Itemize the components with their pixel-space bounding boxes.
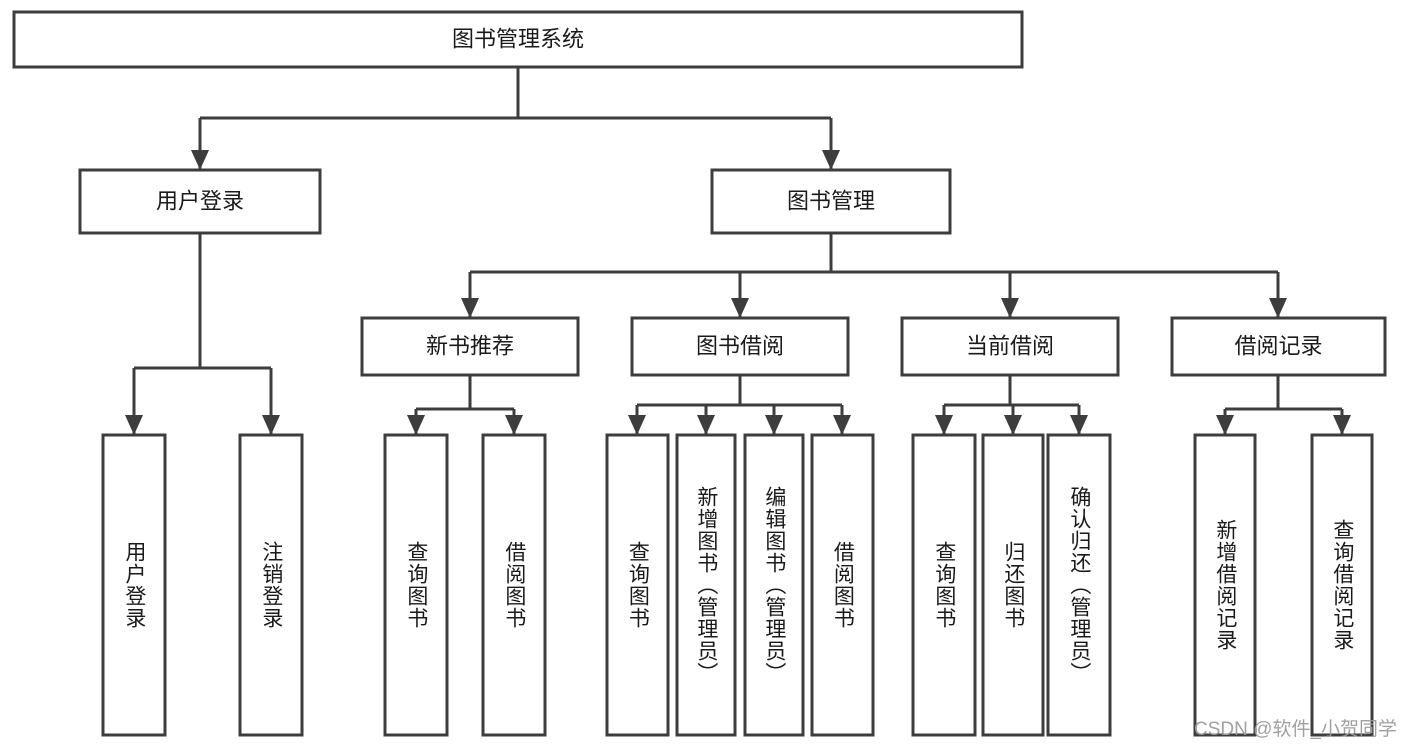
- node-box-leaf-logout[interactable]: [238, 433, 304, 737]
- node-box-leaf-return-book[interactable]: [981, 433, 1045, 737]
- node-box-leaf-borrow-book-1[interactable]: [481, 433, 547, 737]
- node-box-layer: [12, 10, 1387, 737]
- node-user-login[interactable]: [78, 168, 322, 235]
- node-leaf-add-book[interactable]: [675, 433, 737, 737]
- node-box-user-login[interactable]: [78, 168, 322, 235]
- node-label-root: 图书管理系统: [452, 26, 584, 51]
- arrow-head-icon: [765, 415, 783, 435]
- node-box-leaf-query-record[interactable]: [1310, 433, 1374, 737]
- arrow-head-icon: [822, 150, 840, 170]
- arrow-head-icon: [1070, 415, 1088, 435]
- node-box-leaf-add-record[interactable]: [1193, 433, 1257, 737]
- arrow-head-icon: [935, 415, 953, 435]
- node-label-book-manage: 图书管理: [787, 188, 875, 213]
- node-box-root[interactable]: [12, 10, 1024, 69]
- node-label-new-book-recommend: 新书推荐: [426, 333, 514, 358]
- watermark-text: CSDN @软件_小贺同学: [1194, 719, 1397, 740]
- node-label-book-borrow: 图书借阅: [696, 333, 784, 358]
- node-label-current-borrow: 当前借阅: [966, 333, 1054, 358]
- node-box-leaf-borrow-book-2[interactable]: [810, 433, 875, 737]
- arrow-head-icon: [407, 415, 425, 435]
- node-new-book-recommend[interactable]: [360, 316, 580, 377]
- arrow-head-icon: [1001, 298, 1019, 318]
- node-box-leaf-edit-book[interactable]: [743, 433, 805, 737]
- node-box-leaf-query-book-2[interactable]: [605, 433, 670, 737]
- node-box-leaf-user-login[interactable]: [101, 433, 167, 737]
- arrow-head-icon: [628, 415, 646, 435]
- arrow-head-icon: [125, 415, 143, 435]
- node-leaf-query-book-2[interactable]: [605, 433, 670, 737]
- arrow-head-icon: [1004, 415, 1022, 435]
- arrow-head-icon: [1216, 415, 1234, 435]
- node-box-new-book-recommend[interactable]: [360, 316, 580, 377]
- node-box-leaf-query-book-3[interactable]: [911, 433, 977, 737]
- node-label-user-login: 用户登录: [156, 188, 244, 213]
- node-box-leaf-add-book[interactable]: [675, 433, 737, 737]
- arrow-head-icon: [461, 298, 479, 318]
- node-leaf-borrow-book-1[interactable]: [481, 433, 547, 737]
- connector-layer: [125, 67, 1351, 435]
- node-box-leaf-confirm-return[interactable]: [1046, 433, 1112, 737]
- node-box-leaf-query-book-1[interactable]: [383, 433, 449, 737]
- node-borrow-record[interactable]: [1170, 316, 1387, 377]
- node-leaf-confirm-return[interactable]: [1046, 433, 1112, 737]
- node-leaf-borrow-book-2[interactable]: [810, 433, 875, 737]
- arrow-head-icon: [697, 415, 715, 435]
- node-box-current-borrow[interactable]: [900, 316, 1120, 377]
- node-label-borrow-record: 借阅记录: [1234, 333, 1322, 358]
- node-box-book-manage[interactable]: [710, 168, 952, 235]
- node-box-borrow-record[interactable]: [1170, 316, 1387, 377]
- arrow-head-icon: [1333, 415, 1351, 435]
- node-current-borrow[interactable]: [900, 316, 1120, 377]
- arrow-head-icon: [191, 150, 209, 170]
- arrow-head-icon: [731, 298, 749, 318]
- node-leaf-return-book[interactable]: [981, 433, 1045, 737]
- node-leaf-add-record[interactable]: [1193, 433, 1257, 737]
- node-box-book-borrow[interactable]: [630, 316, 850, 377]
- node-leaf-logout[interactable]: [238, 433, 304, 737]
- node-leaf-user-login[interactable]: [101, 433, 167, 737]
- node-book-borrow[interactable]: [630, 316, 850, 377]
- node-leaf-edit-book[interactable]: [743, 433, 805, 737]
- arrow-head-icon: [1269, 298, 1287, 318]
- arrow-head-icon: [833, 415, 851, 435]
- arrow-head-icon: [262, 415, 280, 435]
- node-leaf-query-record[interactable]: [1310, 433, 1374, 737]
- node-leaf-query-book-3[interactable]: [911, 433, 977, 737]
- node-leaf-query-book-1[interactable]: [383, 433, 449, 737]
- arrow-head-icon: [505, 415, 523, 435]
- node-book-manage[interactable]: [710, 168, 952, 235]
- node-root[interactable]: [12, 10, 1024, 69]
